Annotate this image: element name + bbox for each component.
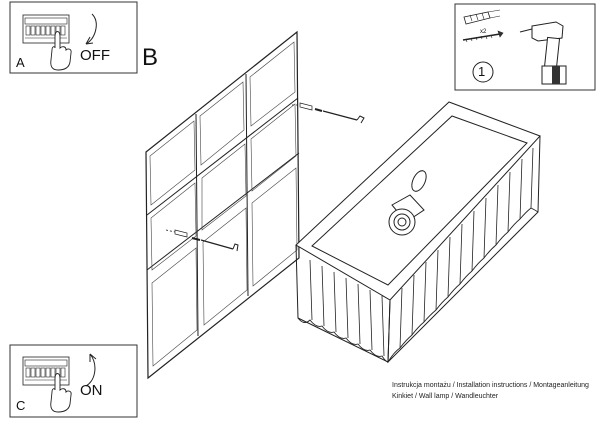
- caption-line-2: Kinkiet / Wall lamp / Wandleuchter: [392, 393, 499, 400]
- circuit-breaker-icon: [22, 14, 70, 44]
- on-label: ON: [80, 382, 103, 399]
- panel-c-frame: [9, 344, 138, 418]
- panel-a-frame: [9, 1, 138, 74]
- step-number: 1: [478, 64, 486, 79]
- step-a-letter: A: [16, 55, 25, 70]
- lamp-socket: [388, 170, 427, 236]
- screw-icon: [292, 102, 365, 124]
- step-number-circle: [472, 61, 494, 83]
- off-label: OFF: [80, 47, 110, 64]
- wall-plug-icon: [463, 9, 501, 25]
- drill-icon: [519, 21, 567, 85]
- screw-icon: [165, 229, 239, 252]
- panel-tools-frame: [454, 3, 596, 91]
- count-label: x2: [480, 29, 487, 35]
- circuit-breaker-icon: [22, 356, 70, 386]
- hand-icon: [50, 373, 72, 413]
- caption-line-1: Instrukcja montażu / Installation instru…: [392, 382, 589, 389]
- screw-icon: [462, 30, 504, 43]
- wall-lamp: [295, 101, 541, 364]
- wall-panel: [145, 30, 300, 380]
- curved-arrow-icon: [85, 13, 97, 45]
- curved-arrow-icon: [85, 353, 96, 387]
- hand-icon: [50, 31, 72, 71]
- step-b-letter: B: [142, 44, 159, 71]
- wall-tile-outlines: [149, 41, 298, 367]
- step-c-letter: C: [16, 398, 26, 413]
